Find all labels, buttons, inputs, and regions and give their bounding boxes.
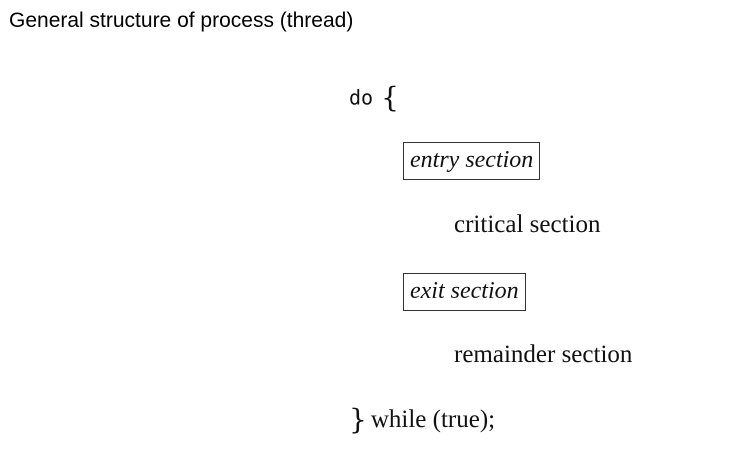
while-line: }while (true); xyxy=(349,403,495,436)
open-brace: { xyxy=(381,81,399,114)
slide-heading: General structure of process (thread) xyxy=(9,9,354,32)
entry-section-box: entry section xyxy=(403,142,541,180)
while-clause: while (true); xyxy=(370,405,496,433)
critical-section-label: critical section xyxy=(454,211,601,238)
do-line: do { xyxy=(349,81,399,117)
exit-section-box: exit section xyxy=(403,273,526,311)
close-brace: } xyxy=(349,403,367,436)
remainder-section-label: remainder section xyxy=(454,341,633,368)
do-keyword: do xyxy=(349,85,374,110)
